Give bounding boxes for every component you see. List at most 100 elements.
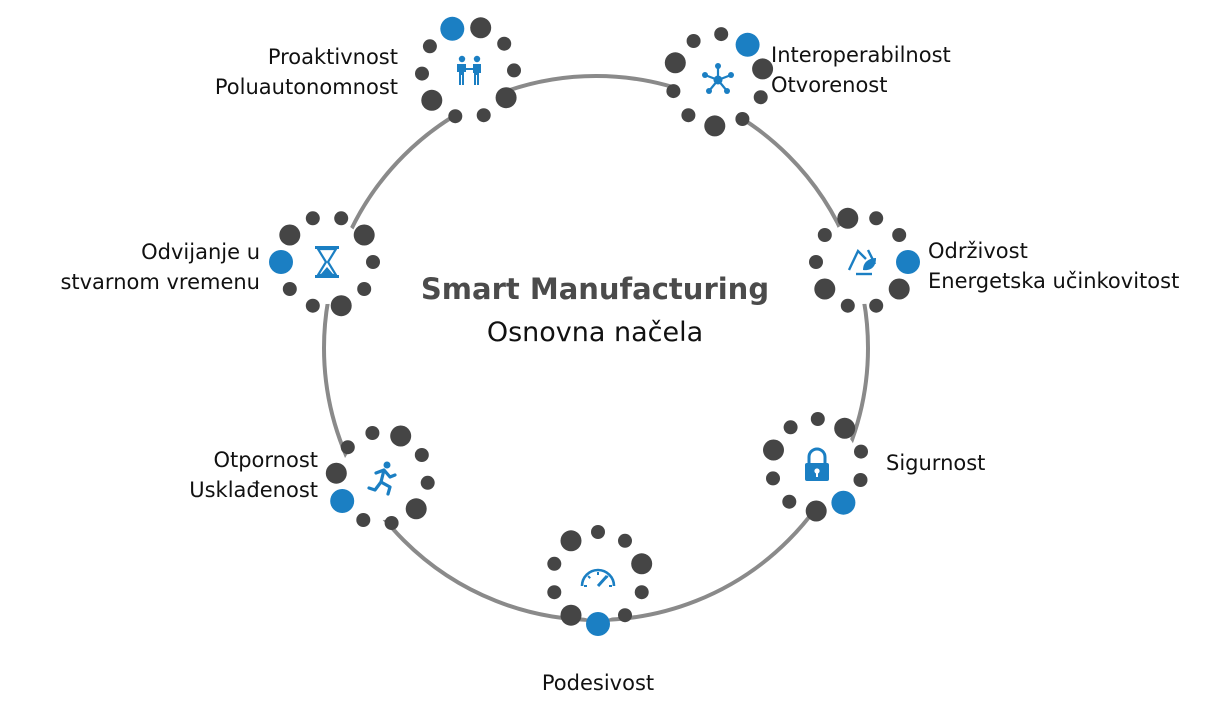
cluster-dot [560,530,582,552]
cluster-dot [869,298,884,313]
accent-dot [269,250,293,274]
cluster-dot [834,417,856,439]
cluster-dot [421,89,443,111]
cluster-dot [814,278,836,300]
accent-dot [586,612,610,636]
cluster-dot [783,420,798,435]
cluster-dot [618,533,632,548]
cluster-dot [666,84,681,99]
cluster-dot [686,34,701,48]
people-handshake-icon [457,55,481,85]
cluster-dot [305,298,320,313]
label-interoperabilnost: Interoperabilnost Otvorenost [771,40,951,100]
accent-dot [330,489,355,513]
cluster-dot [415,66,429,81]
label-line: Usklađenost [189,478,318,502]
accent-dot [440,16,465,41]
padlock-icon [805,447,829,481]
node-odrzivost [809,207,920,313]
cluster-dot [547,585,562,600]
label-line: Sigurnost [886,451,986,475]
label-line: Održivost [928,239,1028,263]
label-line: Interoperabilnost [771,43,951,67]
cluster-dot [817,228,832,242]
cluster-dot [809,255,823,269]
cluster-dot [681,108,696,123]
cluster-dot [414,448,429,462]
accent-dot [831,490,856,515]
label-line: Otpornost [213,448,318,472]
node-podesivost [547,525,653,636]
node-interoperabilnost [664,27,774,137]
cluster-dot [888,278,910,300]
cluster-dot [591,525,605,539]
cluster-dot [340,440,355,455]
cluster-dot [837,207,859,229]
cluster-dot [752,58,774,80]
cluster-dot [334,211,349,226]
cluster-dot [714,27,729,42]
cluster-dot [805,500,827,522]
label-podesivost: Podesivost [498,668,698,698]
network-hub-icon [702,63,734,94]
cluster-dot [763,439,784,461]
cluster-dot [305,211,320,226]
cluster-dot [365,426,380,440]
label-proaktivnost: Proaktivnost Poluautonomnost [150,42,398,102]
cluster-dot [664,52,686,74]
cluster-dot [366,255,380,269]
diagram-title: Smart Manufacturing [420,272,770,306]
cluster-dot [279,224,301,246]
cluster-dot [704,115,726,137]
label-line: Odvijanje u [141,240,260,264]
cluster-dot [735,112,750,126]
cluster-dot [782,494,797,509]
label-otpornost: Otpornost Usklađenost [120,445,318,505]
diagram-subtitle: Osnovna načela [486,317,704,348]
cluster-dot [840,298,855,313]
cluster-dot [282,282,297,296]
node-sigurnost [763,412,868,522]
cluster-dot [560,604,582,626]
cluster-dot [869,211,884,226]
label-line: Otvorenost [771,73,888,97]
node-otpornost [325,425,435,530]
cluster-dot [325,462,347,484]
label-odrzivost: Održivost Energetska učinkovitost [928,236,1179,296]
label-line: Poluautonomnost [214,75,398,99]
cluster-dot [495,87,517,109]
cluster-dot [448,109,463,124]
speedometer-icon [580,568,616,588]
cluster-dot [810,412,825,426]
label-line: Proaktivnost [267,45,398,69]
node-backdrop [556,536,640,620]
cluster-dot [405,498,427,520]
node-backdrop [426,30,510,114]
accent-dot [735,32,760,57]
cluster-dot [353,224,375,246]
accent-dot [896,250,920,274]
cluster-dot [422,39,437,54]
node-backdrop [820,220,904,304]
cluster-dot [892,228,907,242]
node-proaktivnost [415,16,521,124]
cluster-dot [618,608,632,623]
running-person-icon [367,461,397,496]
cluster-dot [330,295,352,317]
cluster-dot [390,425,412,447]
cluster-dot [470,17,492,39]
cluster-dot [631,553,653,575]
cluster-dot [766,471,780,486]
label-odvijanje: Odvijanje u stvarnom vremenu [40,237,260,297]
label-sigurnost: Sigurnost [886,448,985,478]
cluster-dot [547,556,562,571]
cluster-dot [384,516,399,530]
cluster-dot [420,475,435,490]
cluster-dot [507,63,521,78]
cluster-dot [854,444,868,459]
cluster-dot [356,513,371,527]
cluster-dot [497,36,512,51]
cluster-dot [753,90,768,105]
